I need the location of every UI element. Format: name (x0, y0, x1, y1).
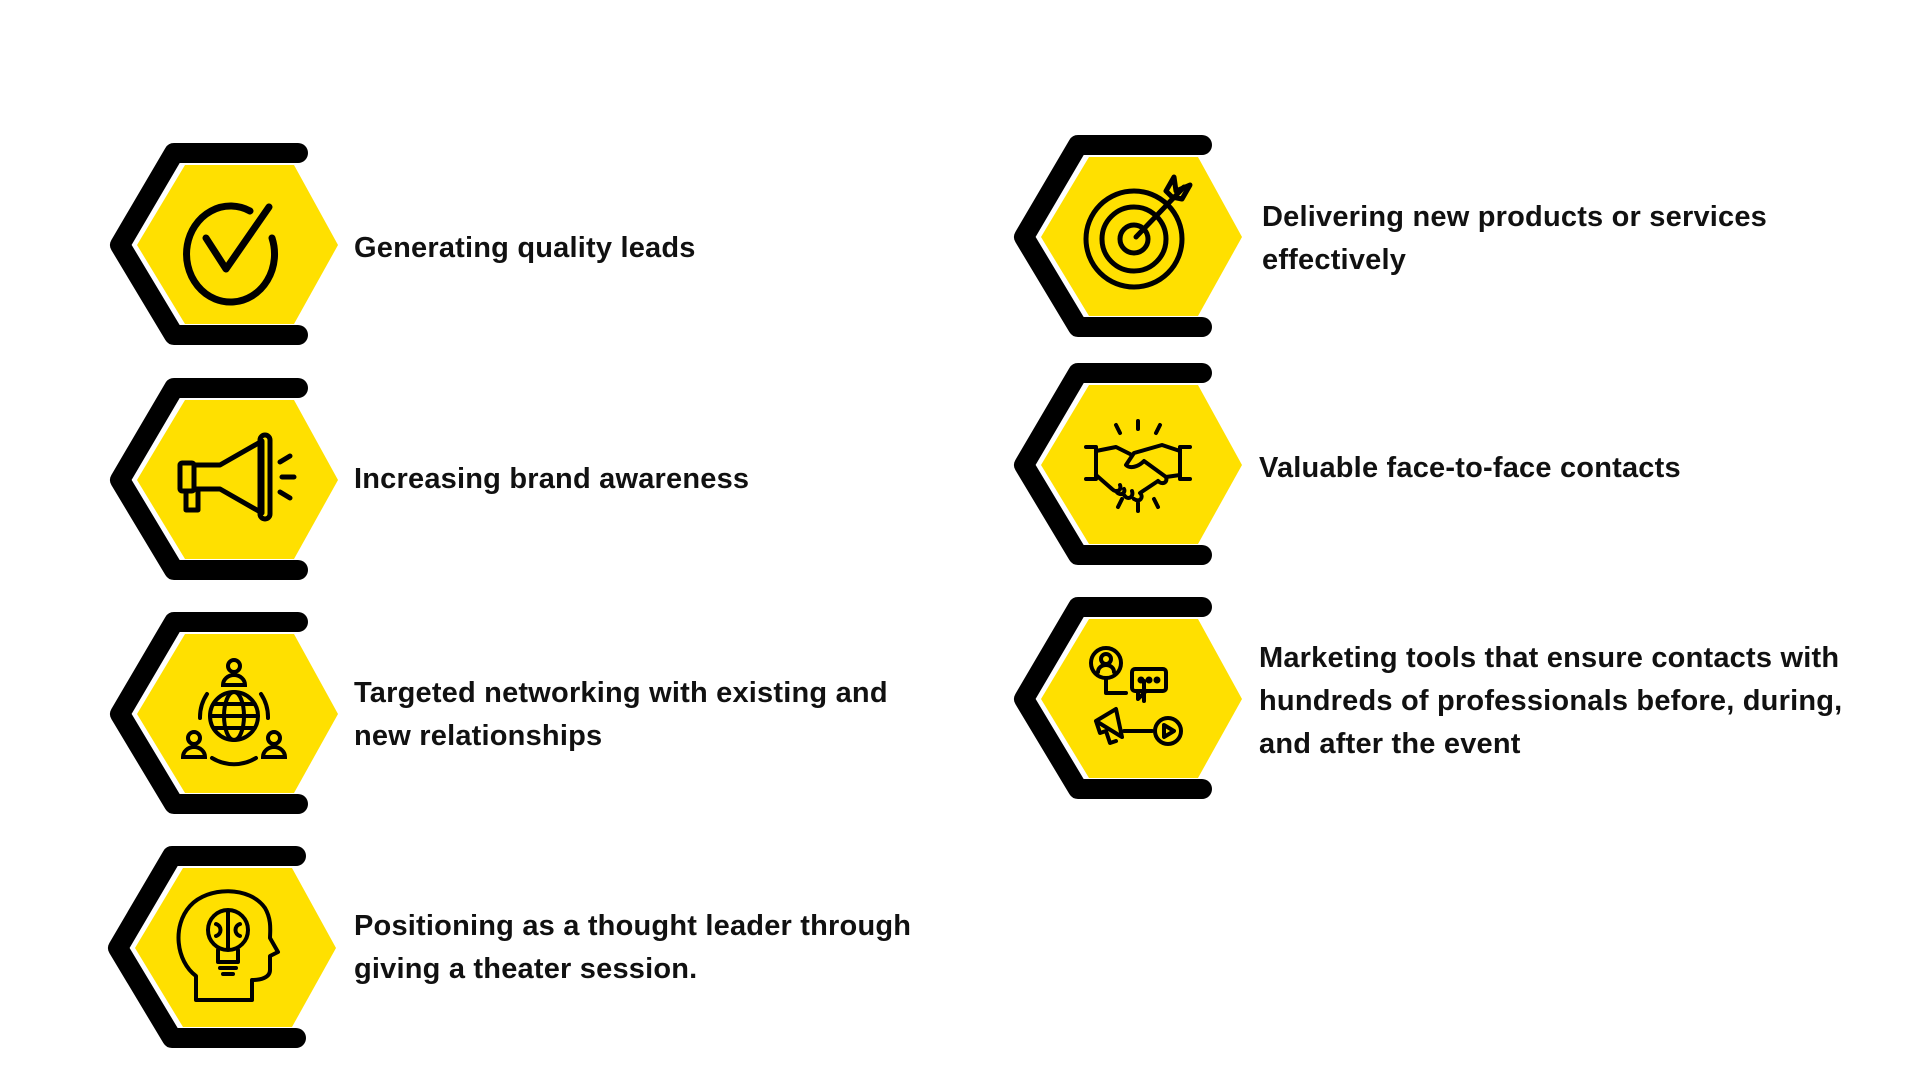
benefit-text: giving a theater session. (354, 953, 698, 985)
target-arrow-icon (1083, 174, 1193, 290)
benefit-label: Valuable face-to-face contacts (1259, 447, 1681, 490)
benefit-label: Marketing tools that ensure contacts wit… (1259, 637, 1842, 766)
hexagon-badge (112, 612, 342, 816)
benefit-text: Targeted networking with existing and (354, 677, 888, 709)
head-lightbulb-brain-icon (176, 889, 280, 1002)
checkmark-circle-icon (183, 202, 279, 306)
benefit-label: Targeted networking with existing and ne… (354, 672, 888, 758)
megaphone-icon (177, 432, 297, 522)
hexagon-badge (1016, 135, 1246, 339)
benefit-text: Delivering new products or services (1262, 201, 1768, 233)
benefit-text: hundreds of professionals before, during… (1259, 685, 1843, 717)
benefit-label: Generating quality leads (354, 227, 696, 270)
benefit-text: new relationships (354, 720, 603, 752)
benefit-label: Delivering new products or services effe… (1262, 196, 1767, 282)
hexagon-badge (1016, 363, 1246, 567)
benefit-text: Positioning as a thought leader through (354, 910, 912, 942)
benefit-text: Valuable face-to-face contacts (1259, 452, 1681, 484)
hexagon-badge (110, 846, 340, 1050)
hexagon-badge (112, 378, 342, 582)
benefit-text: Generating quality leads (354, 232, 696, 264)
digital-marketing-icon (1089, 646, 1183, 746)
hexagon-badge (1016, 597, 1246, 801)
benefit-text: effectively (1262, 244, 1407, 276)
global-network-icon (180, 658, 288, 767)
benefit-text: and after the event (1259, 728, 1521, 760)
benefit-text: Marketing tools that ensure contacts wit… (1259, 642, 1840, 674)
hexagon-badge (112, 143, 342, 347)
benefit-text: Increasing brand awareness (354, 463, 750, 495)
handshake-icon (1084, 419, 1192, 513)
benefit-label: Increasing brand awareness (354, 458, 749, 501)
benefit-label: Positioning as a thought leader through … (354, 905, 911, 991)
